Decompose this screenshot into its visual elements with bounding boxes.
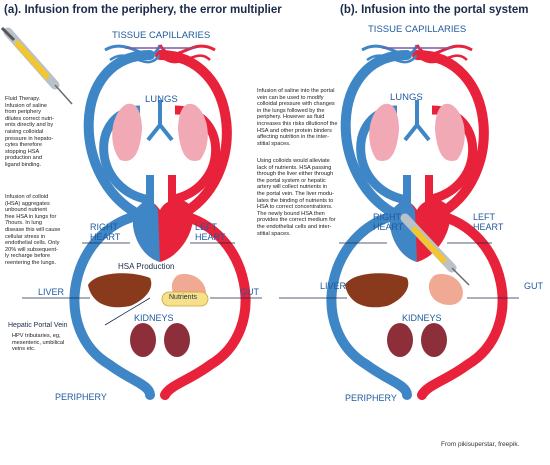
syringe-icon [400, 213, 470, 286]
panel-a-label-hepatic-portal-vein: Hepatic Portal Vein [8, 322, 68, 329]
panel-a-label-liver: LIVER [38, 287, 65, 297]
syringe-icon [0, 26, 73, 105]
panel-a-label-hsa-production: HSA Production [118, 262, 175, 271]
panel-a-label-right-heart-2: HEART [90, 232, 121, 242]
panel-a-label-gut: GUT [240, 287, 259, 297]
panel-b-label-right-heart-2: HEART [373, 222, 404, 232]
panel-b-text-saline: Infusion of saline into the portal vein … [257, 88, 338, 147]
panel-b-label-lungs: LUNGS [390, 92, 423, 103]
stomach-icon [428, 274, 463, 305]
panel-a-text-colloid: Infusion of colloid (HSA) aggregates unb… [5, 194, 61, 266]
panel-a-outer-loop-vein [69, 50, 155, 400]
panel-b-outer-loop-artery [412, 50, 508, 400]
panel-a-drawing [0, 26, 262, 400]
panel-a-label-nutrients: Nutrients [169, 294, 198, 301]
panel-b-label-left-heart-2: HEART [473, 222, 504, 232]
panel-a-label-right-heart-1: RIGHT [90, 222, 118, 232]
panel-b-label-left-heart-1: LEFT [473, 212, 496, 222]
panel-a-outer-loop-artery [155, 50, 251, 400]
panel-b-label-kidneys: KIDNEYS [402, 313, 442, 323]
panel-b-label-tissue-capillaries: TISSUE CAPILLARIES [368, 24, 467, 35]
panel-a-label-kidneys: KIDNEYS [134, 313, 174, 323]
panel-a-label-tissue-capillaries: TISSUE CAPILLARIES [112, 30, 211, 41]
kidneys-icon [130, 323, 190, 357]
capillaries-icon [104, 44, 216, 64]
liver-icon [88, 273, 152, 308]
lungs-icon [369, 100, 465, 161]
panel-b-label-gut: GUT [524, 281, 543, 291]
nutrients-box [161, 291, 209, 307]
panel-a-label-hpv-tributaries: HPV tributaries, eg, mesenteric, umbilic… [12, 333, 65, 353]
panel-a-label-periphery: PERIPHERY [55, 392, 107, 402]
panel-b-drawing [279, 44, 519, 400]
heart-icon [132, 175, 194, 262]
panel-b-label-periphery: PERIPHERY [345, 393, 397, 403]
panel-a-text-fluid-therapy: Fluid Therapy. Infusion of saline from p… [5, 96, 55, 168]
kidneys-icon [387, 323, 447, 357]
panel-a-title: (a). Infusion from the periphery, the er… [4, 4, 282, 16]
image-credit: From pikisuperstar, freepik. [441, 441, 520, 448]
liver-icon [345, 273, 409, 308]
panel-b-label-right-heart-1: RIGHT [373, 212, 401, 222]
capillaries-icon [361, 44, 473, 64]
panel-b-text-colloids: Using colloids would alleviate lack of n… [257, 158, 336, 237]
panel-b-outer-loop-vein [326, 50, 412, 400]
panel-b-title: (b). Infusion into the portal system [340, 4, 529, 16]
panel-a-label-left-heart-1: LEFT [195, 222, 218, 232]
panel-b-label-liver: LIVER [320, 281, 347, 291]
lungs-icon [112, 100, 208, 161]
hepatic-portal-vein-pointer [104, 297, 151, 326]
panel-a-label-lungs: LUNGS [145, 94, 178, 105]
panel-a-label-left-heart-2: HEART [195, 232, 226, 242]
